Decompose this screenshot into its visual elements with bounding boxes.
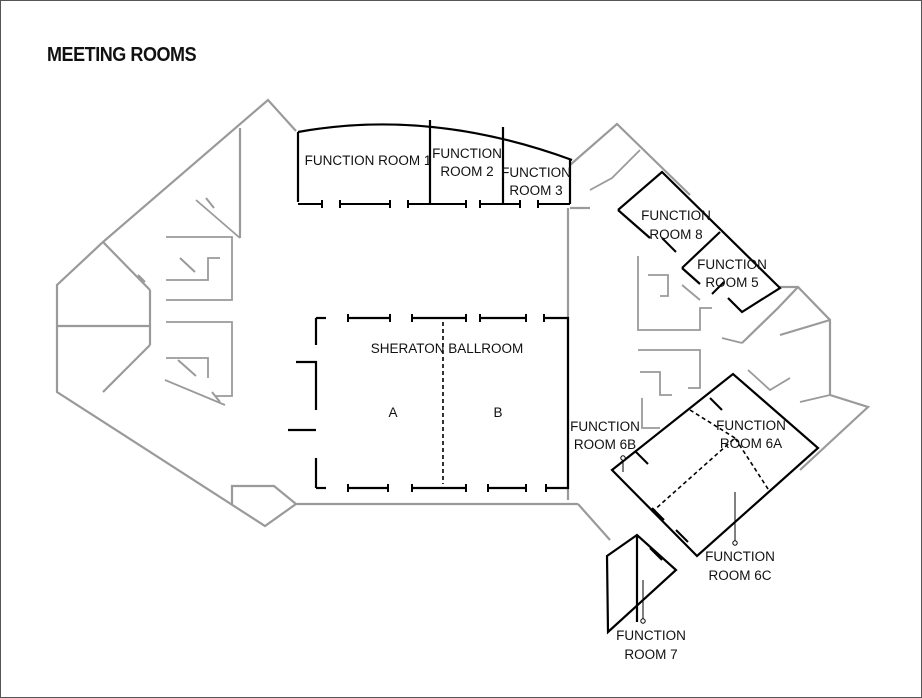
label-function-room-8-line2: ROOM 8 [649,227,702,242]
sheraton-ballroom [288,314,570,492]
label-function-room-2-line1: FUNCTION [432,146,502,161]
label-ballroom-b: B [493,405,502,420]
page-title: MEETING ROOMS [47,44,197,66]
label-ballroom-a: A [388,405,397,420]
label-function-room-6b-line2: ROOM 6B [574,437,636,452]
label-function-room-6a-line1: FUNCTION [716,418,786,433]
leader-lines [620,455,738,624]
label-function-room-3-line1: FUNCTION [501,165,571,180]
label-function-room-1: FUNCTION ROOM 1 [305,153,432,168]
label-function-room-5-line1: FUNCTION [697,257,767,272]
function-room-7 [605,533,678,635]
function-rooms-6 [610,372,820,558]
label-function-room-7-line1: FUNCTION [616,628,686,643]
label-function-room-6c-line2: ROOM 6C [708,568,771,583]
service-core [589,149,831,429]
label-function-room-6b-line1: FUNCTION [570,419,640,434]
label-function-room-6c-line1: FUNCTION [705,549,775,564]
label-function-room-3-line2: ROOM 3 [509,183,562,198]
function-rooms-8-5 [617,170,782,314]
label-function-room-7-line2: ROOM 7 [624,647,677,662]
function-rooms-1-3 [296,120,573,208]
left-wing-interior [137,197,241,406]
label-function-room-8-line1: FUNCTION [641,208,711,223]
label-sheraton-ballroom: SHERATON BALLROOM [371,341,524,356]
label-function-room-5-line2: ROOM 5 [705,275,758,290]
label-function-room-2-line2: ROOM 2 [440,164,493,179]
label-function-room-6a-line2: ROOM 6A [720,436,782,451]
